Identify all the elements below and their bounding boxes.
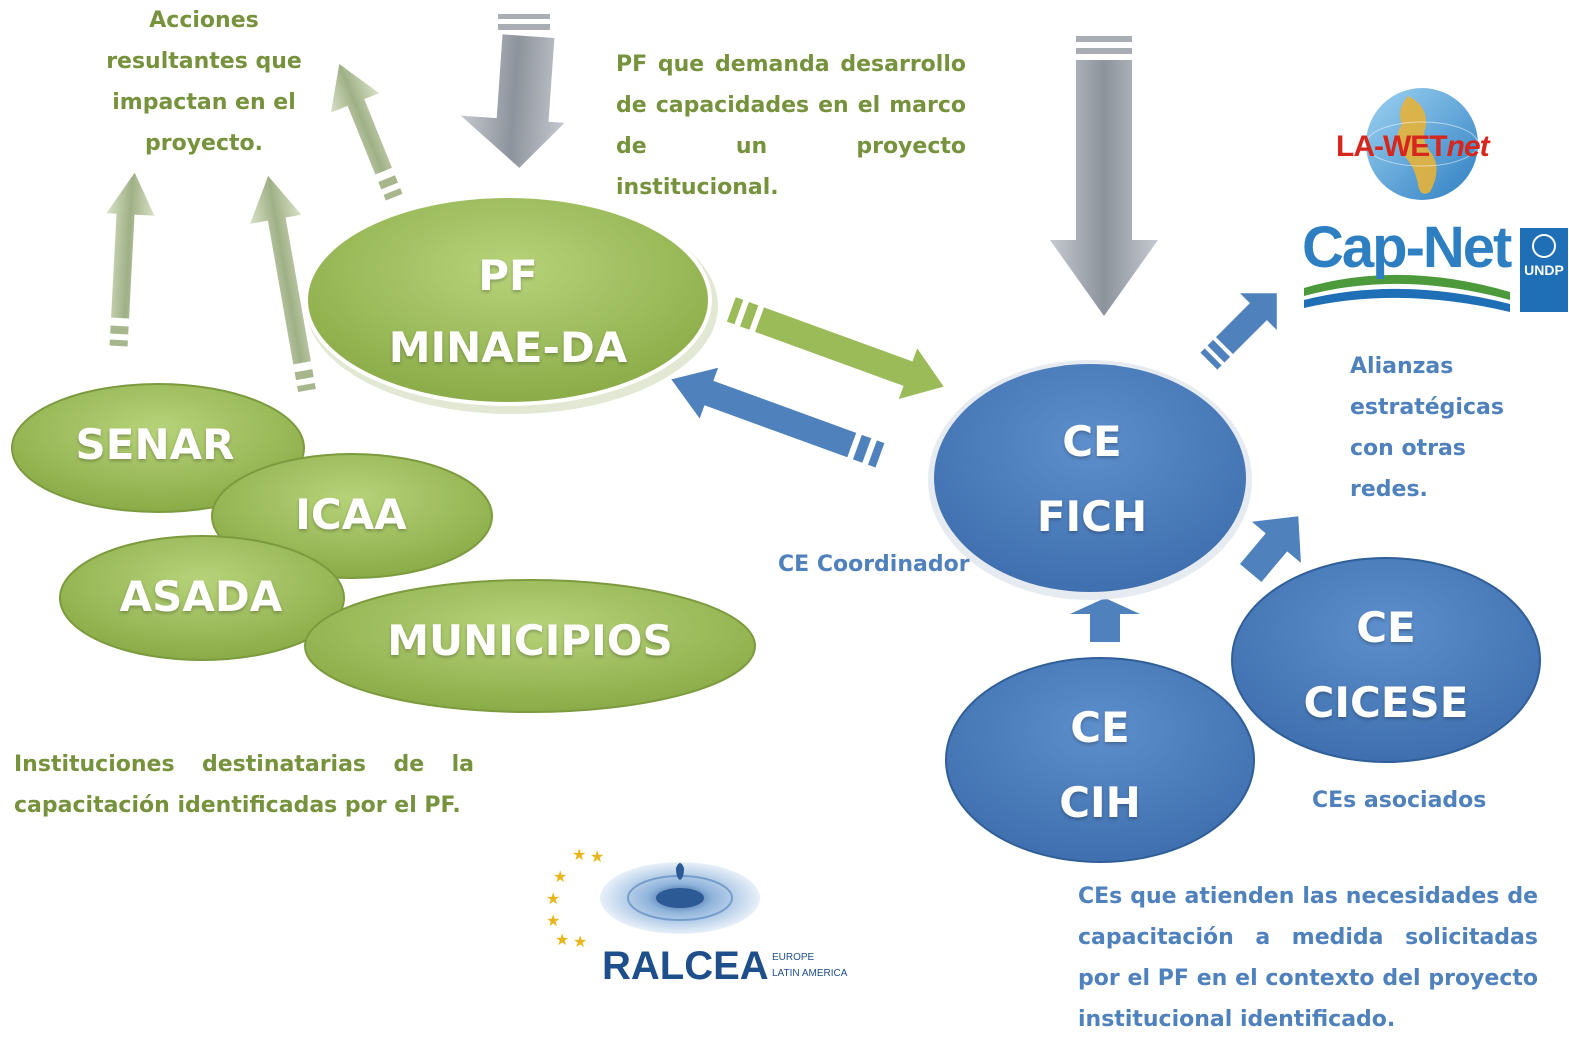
- node-municipios: [304, 579, 756, 713]
- arrow-pf-to-fich: [726, 297, 944, 400]
- arrow-down-to-pf: [460, 14, 565, 168]
- node-fich-label: CE FICH: [942, 404, 1242, 554]
- ralcea-europe: EUROPE: [772, 952, 815, 963]
- lawetnet-part1: LA-WET: [1336, 130, 1448, 163]
- lawetnet-logo: [1365, 88, 1479, 200]
- ces-atienden-text: CEs que atienden las necesidades de capa…: [1078, 884, 1538, 1032]
- lawetnet-part2: net: [1446, 130, 1490, 163]
- node-pf-line2: MINAE-DA: [388, 323, 628, 372]
- node-asada: [59, 535, 345, 661]
- node-senar-label: SENAR: [75, 420, 235, 469]
- svg-text:★: ★: [572, 845, 586, 864]
- node-fich: [928, 360, 1252, 600]
- arrow-fich-to-pf: [671, 367, 885, 468]
- svg-text:★: ★: [546, 911, 560, 930]
- acciones-text: Acciones resultantes que impactan en el …: [106, 8, 302, 156]
- node-cicese: [1231, 557, 1541, 763]
- arrow-cicese-to-fich: [1239, 516, 1301, 582]
- arrow-fich-to-capnet: [1200, 293, 1277, 370]
- node-cih-line1: CE: [1070, 703, 1130, 752]
- pf-demanda-text: PF que demanda desarrollo de capacidades…: [616, 52, 966, 200]
- arrow-up-middle: [250, 175, 316, 392]
- node-cih-label: CE CIH: [950, 690, 1250, 840]
- ce-coordinador-text: CE Coordinador: [778, 552, 970, 577]
- node-asada-label: ASADA: [119, 572, 283, 621]
- lawetnet-wordmark: LA-WETnet: [1336, 130, 1490, 164]
- node-pf-line1: PF: [478, 251, 538, 300]
- arrow-cih-to-fich: [1070, 598, 1140, 642]
- node-cicese-line2: CICESE: [1303, 678, 1469, 727]
- undp-wordmark: UNDP: [1524, 262, 1564, 278]
- arrow-down-to-fich: [1050, 36, 1158, 316]
- svg-text:★: ★: [573, 932, 587, 951]
- node-pf-label: PF MINAE-DA: [308, 240, 708, 384]
- ralcea-latin-america: LATIN AMERICA: [772, 968, 848, 979]
- ces-asociados-text: CEs asociados: [1312, 788, 1487, 813]
- node-cicese-label: CE CICESE: [1236, 590, 1536, 740]
- node-pf: [304, 194, 718, 414]
- node-cih: [945, 657, 1255, 863]
- node-icaa-label: ICAA: [295, 490, 407, 539]
- svg-text:★: ★: [555, 930, 569, 949]
- svg-text:★: ★: [546, 889, 560, 908]
- svg-text:★: ★: [553, 867, 567, 886]
- node-cicese-line1: CE: [1356, 603, 1416, 652]
- arrow-up-left: [106, 172, 155, 347]
- instituciones-text: Instituciones destinatarias de la capaci…: [14, 752, 474, 818]
- node-fich-line2: FICH: [1036, 492, 1148, 541]
- arrow-up-from-pf: [330, 63, 403, 201]
- alianzas-text: Alianzas estratégicas con otras redes.: [1350, 354, 1504, 502]
- node-cih-line2: CIH: [1059, 778, 1141, 827]
- node-fich-line1: CE: [1062, 417, 1122, 466]
- ralcea-logo: ★ ★ ★ ★ ★ ★ ★: [546, 845, 760, 951]
- node-senar: [11, 383, 305, 513]
- capnet-wordmark: Cap-Net: [1302, 215, 1512, 280]
- capnet-logo: [1304, 228, 1568, 312]
- node-municipios-label: MUNICIPIOS: [387, 616, 673, 665]
- svg-text:★: ★: [590, 847, 604, 866]
- ralcea-wordmark: RALCEA: [602, 944, 769, 988]
